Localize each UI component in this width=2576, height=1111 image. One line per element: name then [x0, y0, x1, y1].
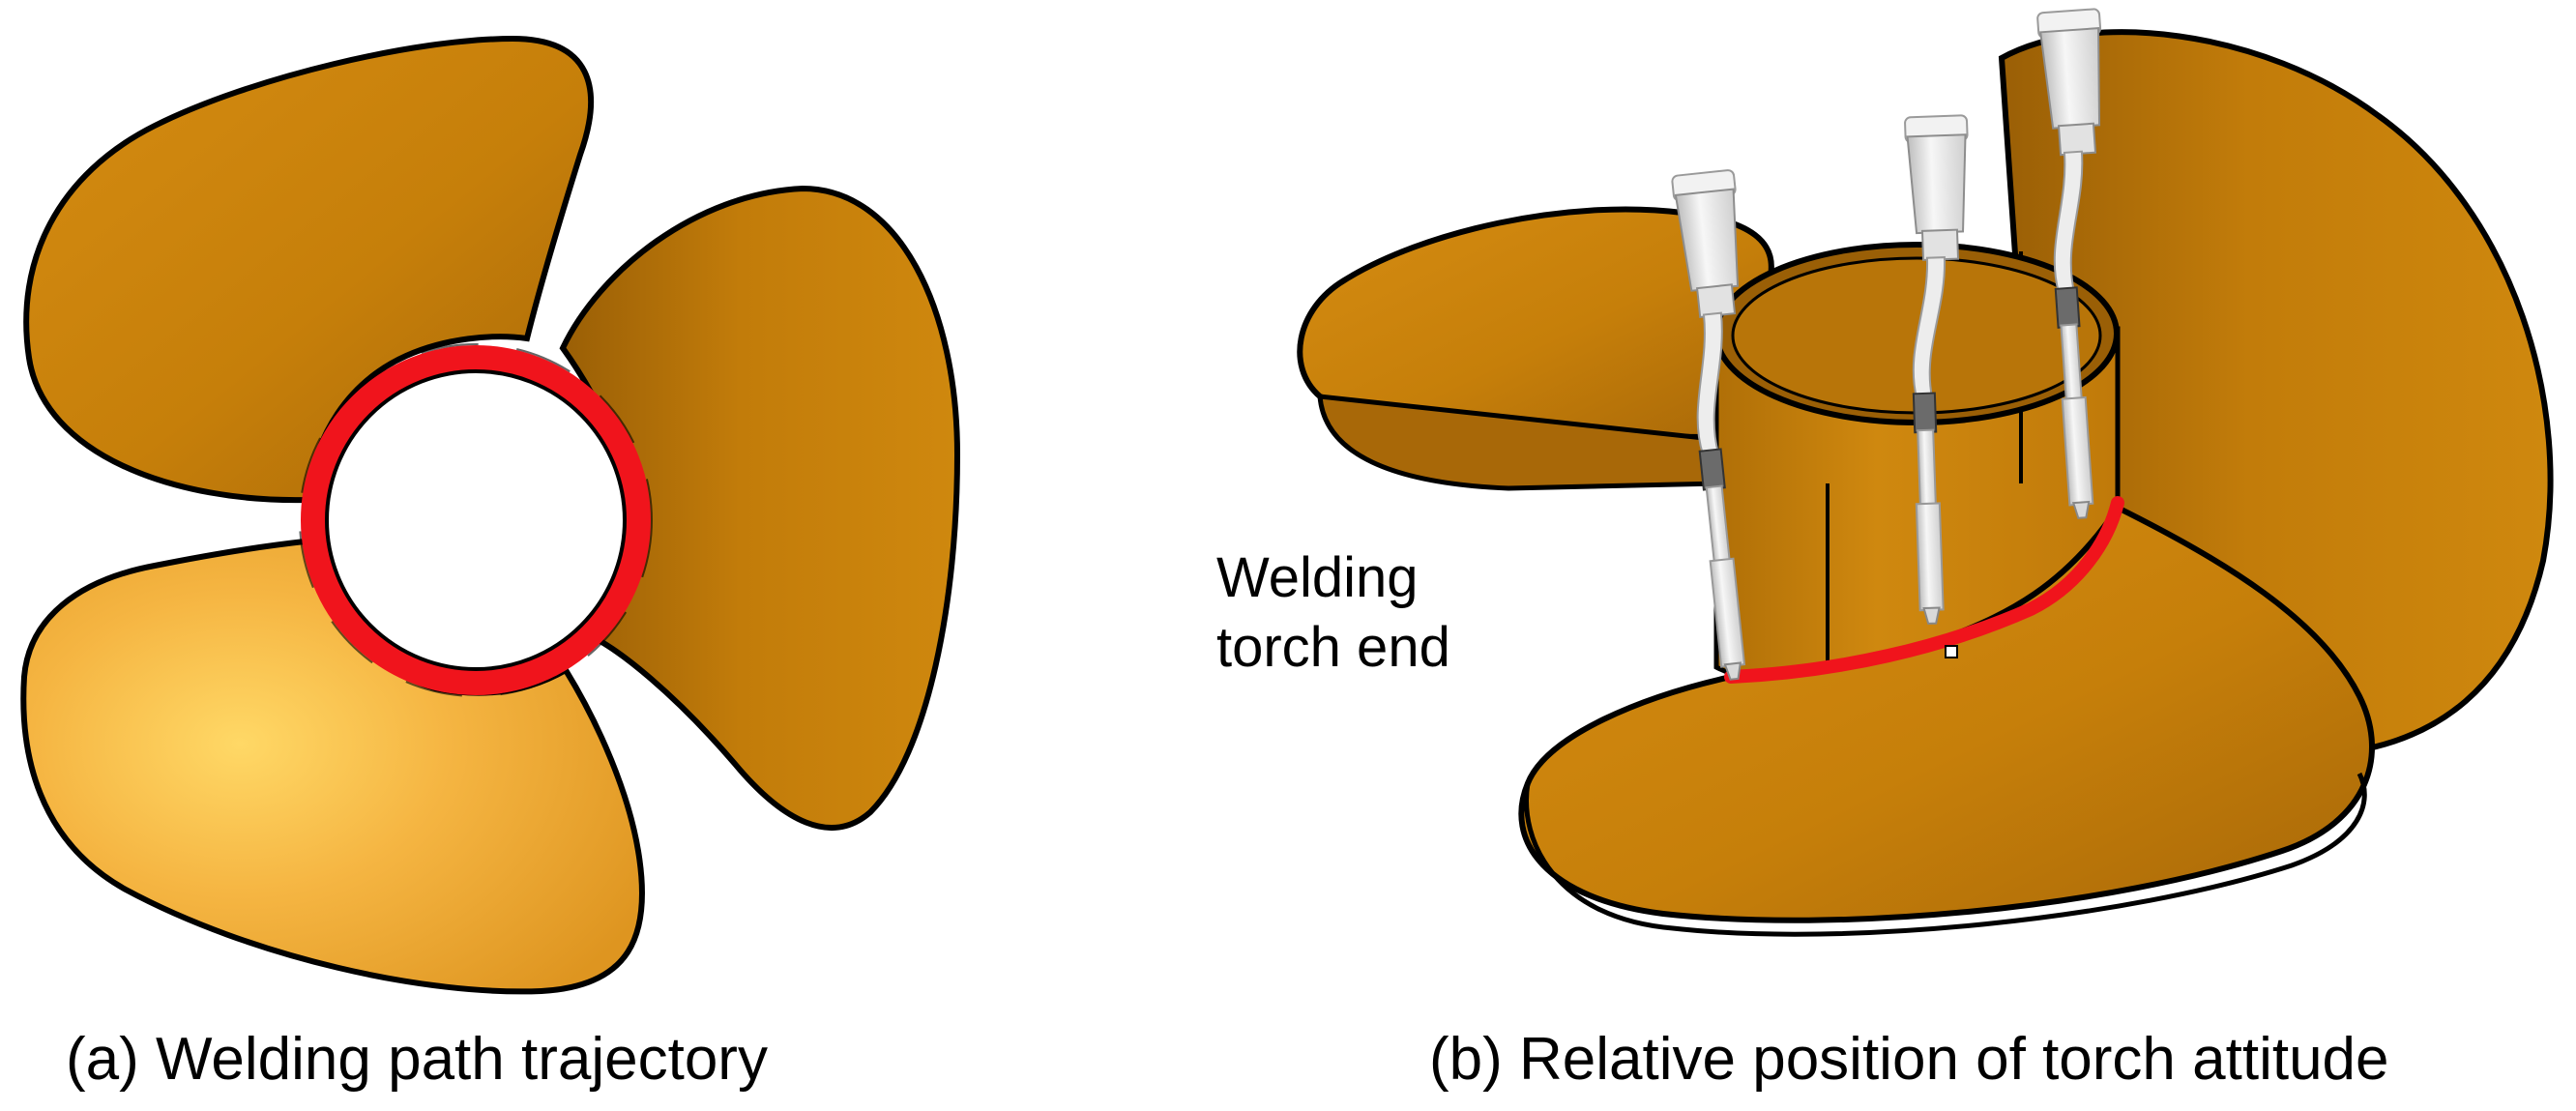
callout-line-1: Welding [1216, 546, 1419, 609]
torch-end-marker [1945, 645, 1958, 658]
blade-top-left [23, 35, 594, 504]
caption-b: (b) Relative position of torch attitude [1429, 1026, 2389, 1093]
weld-seam [1724, 496, 2124, 684]
callout-line-2: torch end [1216, 616, 1450, 679]
torch-end-callout: Welding torch end [1216, 543, 1450, 683]
weld-path-ring [301, 345, 651, 695]
panel-a-propeller [20, 35, 961, 995]
blade-front [1518, 504, 2375, 923]
caption-a: (a) Welding path trajectory [66, 1026, 768, 1093]
panel-b-propeller-torch [1297, 8, 2554, 937]
